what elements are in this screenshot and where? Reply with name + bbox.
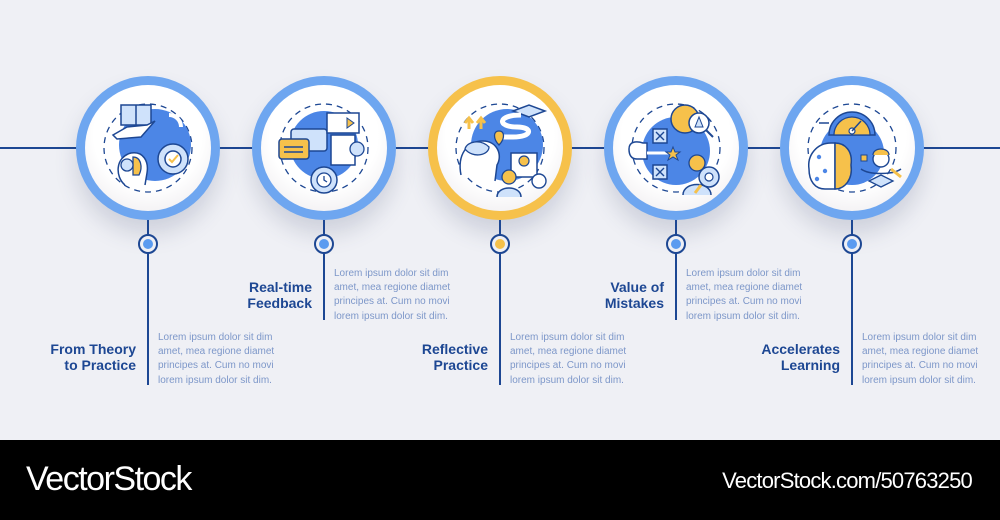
speedometer-brain-student-icon — [789, 85, 915, 211]
step-real-time-feedback: Real-time Feedback Lorem ipsum dolor sit… — [236, 0, 450, 440]
step-accelerates-learning: Accelerates Learning Lorem ipsum dolor s… — [761, 0, 978, 440]
timeline-vertical-line — [323, 220, 325, 320]
icon-ring — [780, 76, 924, 220]
step-description: Lorem ipsum dolor sit dim amet, mea regi… — [334, 267, 474, 324]
step-description: Lorem ipsum dolor sit dim amet, mea regi… — [686, 267, 826, 324]
desc-line: principes at. Cum no movi — [158, 360, 274, 372]
title-line: to Practice — [64, 357, 136, 373]
timeline-vertical-line — [675, 220, 677, 320]
watermark-footer: VectorStock VectorStock.com/50763250 — [0, 440, 1000, 520]
desc-line: Lorem ipsum dolor sit dim — [334, 268, 449, 279]
desc-line: Lorem ipsum dolor sit dim — [686, 268, 801, 279]
desc-line: Lorem ipsum dolor sit dim — [862, 332, 977, 343]
desc-line: principes at. Cum no movi — [862, 360, 978, 372]
step-from-theory-to-practice: From Theory to Practice Lorem ipsum dolo… — [50, 0, 274, 440]
desc-line: lorem ipsum dolor sit dim. — [510, 374, 624, 386]
desc-line: principes at. Cum no movi — [334, 296, 450, 308]
step-title: Real-time Feedback — [172, 279, 312, 311]
title-line: Value of — [610, 279, 664, 295]
step-title: Accelerates Learning — [700, 341, 840, 373]
timeline-vertical-line — [147, 220, 149, 385]
desc-line: amet, mea regione diamet — [686, 282, 803, 294]
step-description: Lorem ipsum dolor sit dim amet, mea regi… — [510, 331, 650, 388]
desc-line: principes at. Cum no movi — [510, 360, 626, 372]
title-line: Accelerates — [761, 341, 840, 357]
timeline-vertical-line — [851, 220, 853, 385]
step-reflective-practice: Reflective Practice Lorem ipsum dolor si… — [412, 0, 626, 440]
timeline-marker-dot — [314, 234, 334, 254]
step-title: From Theory to Practice — [0, 341, 136, 373]
timeline-marker-dot — [666, 234, 686, 254]
step-description: Lorem ipsum dolor sit dim amet, mea regi… — [158, 331, 298, 388]
desc-line: Lorem ipsum dolor sit dim — [510, 332, 625, 343]
icon-ring — [76, 76, 220, 220]
timeline-marker-dot — [842, 234, 862, 254]
icon-ring — [252, 76, 396, 220]
title-line: Real-time — [248, 279, 312, 295]
title-line: Feedback — [247, 295, 312, 311]
desc-line: Lorem ipsum dolor sit dim — [158, 332, 273, 343]
chat-video-checklist-gear-clock-icon — [261, 85, 387, 211]
title-line: Practice — [433, 357, 488, 373]
title-line: Reflective — [421, 341, 488, 357]
image-url: VectorStock.com/50763250 — [722, 468, 973, 493]
step-value-of-mistakes: Value of Mistakes Lorem ipsum dolor sit … — [588, 0, 802, 440]
icon-ring — [604, 76, 748, 220]
timeline-marker-dot — [138, 234, 158, 254]
book-hand-brain-gear-icon — [85, 85, 211, 211]
brain-path-graduation-teacher-icon — [437, 85, 563, 211]
desc-line: lorem ipsum dolor sit dim. — [334, 310, 448, 322]
desc-line: amet, mea regione diamet — [158, 346, 275, 358]
desc-line: amet, mea regione diamet — [862, 346, 979, 358]
icon-ring — [428, 76, 572, 220]
desc-line: lorem ipsum dolor sit dim. — [862, 374, 976, 386]
timeline-vertical-line — [499, 220, 501, 385]
desc-line: amet, mea regione diamet — [334, 282, 451, 294]
brand-logo: VectorStock — [26, 460, 192, 498]
desc-line: lorem ipsum dolor sit dim. — [686, 310, 800, 322]
infographic-stage: From Theory to Practice Lorem ipsum dolo… — [0, 0, 1000, 440]
title-line: From Theory — [50, 341, 136, 357]
title-line: Mistakes — [604, 295, 664, 311]
desc-line: lorem ipsum dolor sit dim. — [158, 374, 272, 386]
step-description: Lorem ipsum dolor sit dim amet, mea regi… — [862, 331, 1000, 388]
desc-line: amet, mea regione diamet — [510, 346, 627, 358]
step-title: Reflective Practice — [348, 341, 488, 373]
hand-checkbox-gear-magnifier-icon — [613, 85, 739, 211]
timeline-marker-dot — [490, 234, 510, 254]
desc-line: principes at. Cum no movi — [686, 296, 802, 308]
step-title: Value of Mistakes — [524, 279, 664, 311]
title-line: Learning — [780, 357, 840, 373]
